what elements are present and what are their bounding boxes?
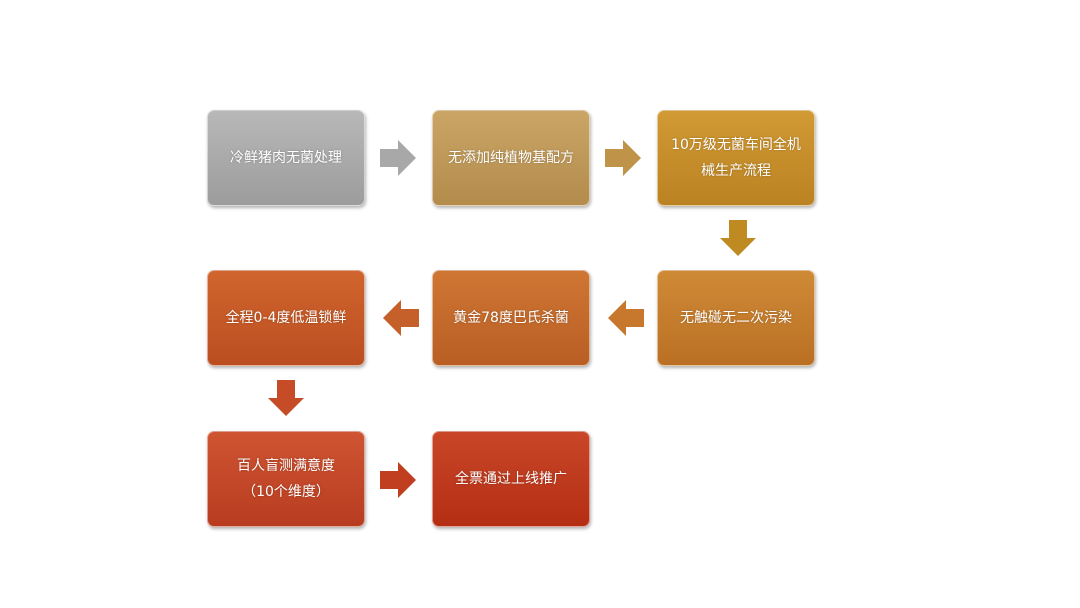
arrow-left-icon [608,300,644,336]
step-box-5: 黄金78度巴氏杀菌 [432,270,590,366]
arrow-right-icon [605,140,641,176]
step-label: 全程0-4度低温锁鲜 [225,310,347,326]
step-box-1: 冷鲜猪肉无菌处理 [207,110,365,206]
step-label: 冷鲜猪肉无菌处理 [230,150,342,166]
step-box-7: 百人盲测满意度 （10个维度） [207,431,365,527]
arrow-right-icon [380,140,416,176]
step-label: 无触碰无二次污染 [680,310,792,326]
step-label: 全票通过上线推广 [455,471,567,487]
step-label: 黄金78度巴氏杀菌 [453,310,569,326]
step-box-2: 无添加纯植物基配方 [432,110,590,206]
step-box-4: 无触碰无二次污染 [657,270,815,366]
arrow-right-icon [380,462,416,498]
step-sublabel: （10个维度） [242,484,330,500]
step-label: 无添加纯植物基配方 [448,150,574,166]
step-box-8: 全票通过上线推广 [432,431,590,527]
arrow-left-icon [383,300,419,336]
arrow-down-icon [268,380,304,416]
step-label: 10万级无菌车间全机械生产流程 [671,137,801,179]
step-label: 百人盲测满意度 [237,458,335,474]
step-box-6: 全程0-4度低温锁鲜 [207,270,365,366]
step-box-3: 10万级无菌车间全机械生产流程 [657,110,815,206]
arrow-down-icon [720,220,756,256]
